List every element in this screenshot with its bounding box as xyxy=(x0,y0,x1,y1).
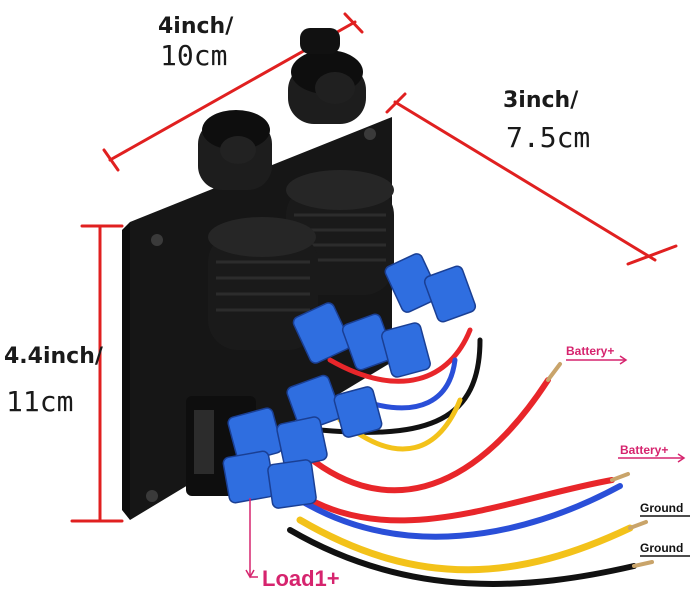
blue-connectors xyxy=(222,253,477,509)
depth-cm-label: 7.5cm xyxy=(506,121,591,154)
ground-label-1: Ground xyxy=(640,501,684,515)
rear-socket-left xyxy=(208,217,318,350)
width-cm-label: 10cm xyxy=(160,39,228,72)
label-pointers xyxy=(245,355,686,579)
wires xyxy=(277,327,637,587)
height-inch-label: 4.4inch/ xyxy=(4,344,103,369)
load-label: Load1+ xyxy=(262,566,340,591)
depth-inch-label: 3inch/ xyxy=(503,88,579,113)
ground-pointers xyxy=(640,515,690,557)
battery-label-2: Battery+ xyxy=(620,443,669,457)
width-inch-label: 4inch/ xyxy=(158,14,234,39)
ground-label-2: Ground xyxy=(640,541,684,555)
cigarette-socket-icon xyxy=(198,110,272,190)
wire-tips xyxy=(546,362,654,568)
battery-label-1: Battery+ xyxy=(566,344,615,358)
usb-socket-icon xyxy=(288,28,366,124)
height-cm-label: 11cm xyxy=(6,385,74,418)
